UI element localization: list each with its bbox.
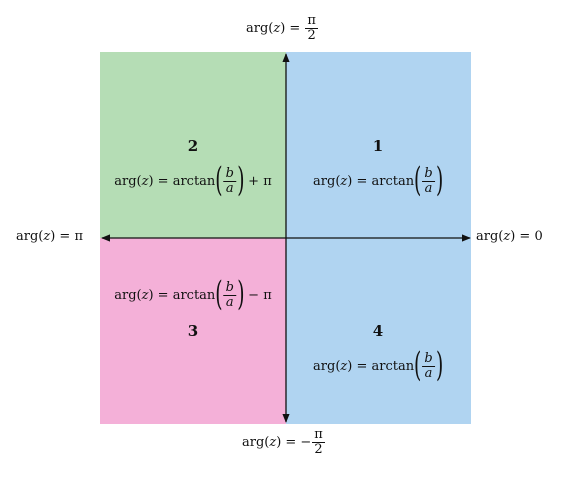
left-axis-label: arg(z) = π xyxy=(16,229,83,244)
quadrant-3-number: 3 xyxy=(187,322,199,340)
quadrant-3-region xyxy=(100,238,286,424)
quadrant-4-region xyxy=(286,238,471,424)
quadrant-1-region xyxy=(286,52,471,238)
right-axis-label: arg(z) = 0 xyxy=(476,229,543,244)
quadrant-2-region xyxy=(100,52,286,238)
quadrant-4-number: 4 xyxy=(372,322,384,340)
quadrant-1-number: 1 xyxy=(372,137,384,155)
quadrant-2-number: 2 xyxy=(187,137,199,155)
